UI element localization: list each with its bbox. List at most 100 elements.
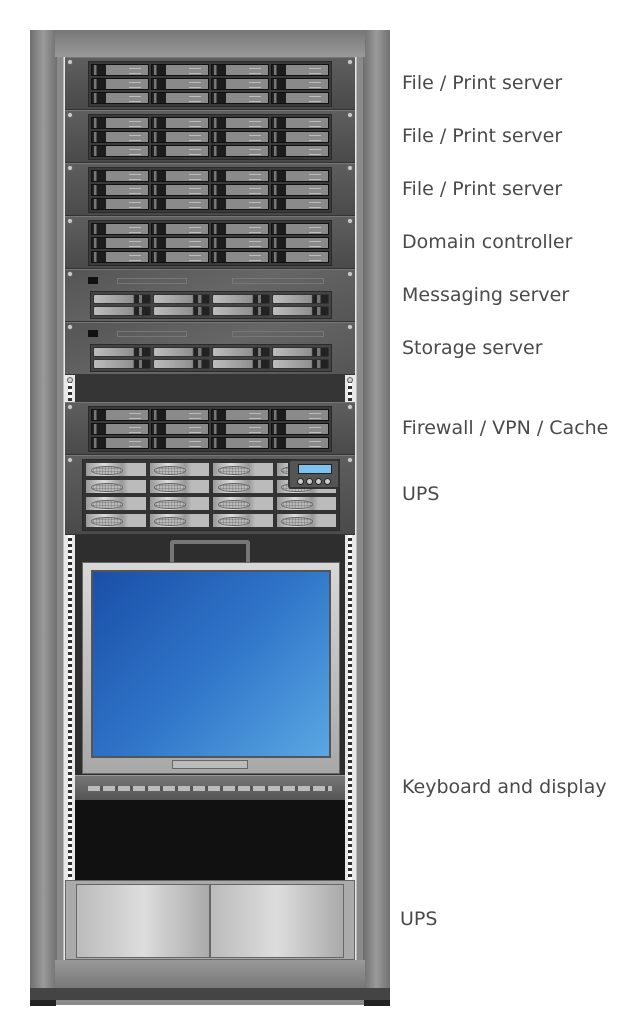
drive-bay[interactable] [211, 131, 269, 143]
drive-bay[interactable] [91, 184, 149, 196]
screw-icon [347, 324, 353, 330]
drive-bay[interactable] [151, 117, 209, 129]
drive-bay[interactable] [271, 117, 329, 129]
battery-module [275, 513, 337, 528]
screw-icon [67, 59, 73, 65]
rack-base [30, 988, 390, 1000]
drive-bay[interactable] [211, 170, 269, 182]
ups-battery-array [82, 459, 340, 531]
drive-bay[interactable] [271, 223, 329, 235]
drive-array [88, 220, 332, 266]
drive-bay[interactable] [211, 237, 269, 249]
drive-bay[interactable] [151, 92, 209, 104]
drive-bay[interactable] [151, 237, 209, 249]
drive-bay[interactable] [271, 251, 329, 263]
drive-bay[interactable] [151, 184, 209, 196]
drive-bay[interactable] [212, 294, 270, 304]
drive-bay[interactable] [93, 306, 151, 316]
monitor-buttons[interactable] [172, 760, 248, 769]
drive-bay[interactable] [271, 237, 329, 249]
drive-bay[interactable] [271, 170, 329, 182]
ups-button [315, 478, 322, 485]
drive-bay[interactable] [91, 92, 149, 104]
drive-bay[interactable] [212, 359, 270, 369]
drive-bay[interactable] [271, 437, 329, 449]
drive-bay[interactable] [271, 92, 329, 104]
label-slot [232, 278, 324, 284]
drive-bay[interactable] [151, 437, 209, 449]
drive-bay[interactable] [91, 409, 149, 421]
drive-bay[interactable] [91, 437, 149, 449]
drive-bay[interactable] [151, 251, 209, 263]
drive-bay[interactable] [91, 170, 149, 182]
drive-bay[interactable] [91, 117, 149, 129]
drive-bay[interactable] [271, 306, 329, 316]
ups-control-panel [288, 459, 340, 489]
drive-bay[interactable] [211, 198, 269, 210]
drive-bay[interactable] [211, 117, 269, 129]
drive-bay[interactable] [271, 64, 329, 76]
drive-bay[interactable] [151, 198, 209, 210]
drive-bay[interactable] [211, 184, 269, 196]
rail-holes-left [68, 377, 72, 401]
drive-bay[interactable] [151, 170, 209, 182]
screw-icon [347, 59, 353, 65]
label-slot [232, 331, 324, 337]
drive-bay[interactable] [271, 145, 329, 157]
drive-bay[interactable] [151, 131, 209, 143]
battery-module [85, 496, 147, 511]
drive-bay[interactable] [271, 131, 329, 143]
device-label: File / Print server [402, 72, 563, 94]
drive-bay[interactable] [211, 223, 269, 235]
ups-panel-right [210, 884, 344, 958]
drive-bay[interactable] [271, 347, 329, 357]
drive-bay[interactable] [212, 306, 270, 316]
drive-bay[interactable] [271, 409, 329, 421]
screw-icon [67, 165, 73, 171]
drive-bay[interactable] [152, 347, 210, 357]
drive-bay[interactable] [91, 64, 149, 76]
drive-bay[interactable] [91, 198, 149, 210]
drive-bay[interactable] [271, 184, 329, 196]
drive-bay[interactable] [93, 294, 151, 304]
drive-bay[interactable] [91, 423, 149, 435]
drive-bay[interactable] [271, 78, 329, 90]
drive-bay[interactable] [211, 78, 269, 90]
drive-bay[interactable] [271, 198, 329, 210]
drive-bay[interactable] [91, 78, 149, 90]
keyboard-keys [88, 786, 332, 791]
drive-bay[interactable] [91, 145, 149, 157]
drive-bay[interactable] [93, 359, 151, 369]
device-label: Messaging server [402, 284, 570, 306]
label-slot [117, 278, 187, 284]
drive-bay[interactable] [211, 437, 269, 449]
drive-bay[interactable] [91, 251, 149, 263]
screw-icon [347, 377, 353, 383]
drive-bay[interactable] [151, 423, 209, 435]
drive-bay[interactable] [271, 294, 329, 304]
rack-foot-right [364, 1000, 390, 1006]
drive-bay[interactable] [151, 409, 209, 421]
drive-bay[interactable] [151, 78, 209, 90]
drive-bay[interactable] [211, 64, 269, 76]
drive-bay[interactable] [152, 359, 210, 369]
drive-bay[interactable] [211, 92, 269, 104]
screw-icon [347, 271, 353, 277]
drive-bay[interactable] [271, 359, 329, 369]
drive-bay[interactable] [211, 409, 269, 421]
drive-bay[interactable] [91, 131, 149, 143]
drive-bay[interactable] [93, 347, 151, 357]
drive-bay[interactable] [91, 237, 149, 249]
drive-bay[interactable] [152, 306, 210, 316]
drive-bay[interactable] [151, 145, 209, 157]
drive-bay[interactable] [211, 423, 269, 435]
drive-bay[interactable] [151, 223, 209, 235]
drive-bay[interactable] [211, 145, 269, 157]
drive-bay[interactable] [91, 223, 149, 235]
drive-bay[interactable] [271, 423, 329, 435]
drive-bay[interactable] [212, 347, 270, 357]
drive-bay[interactable] [211, 251, 269, 263]
battery-module [85, 479, 147, 494]
drive-bay[interactable] [151, 64, 209, 76]
drive-bay[interactable] [152, 294, 210, 304]
